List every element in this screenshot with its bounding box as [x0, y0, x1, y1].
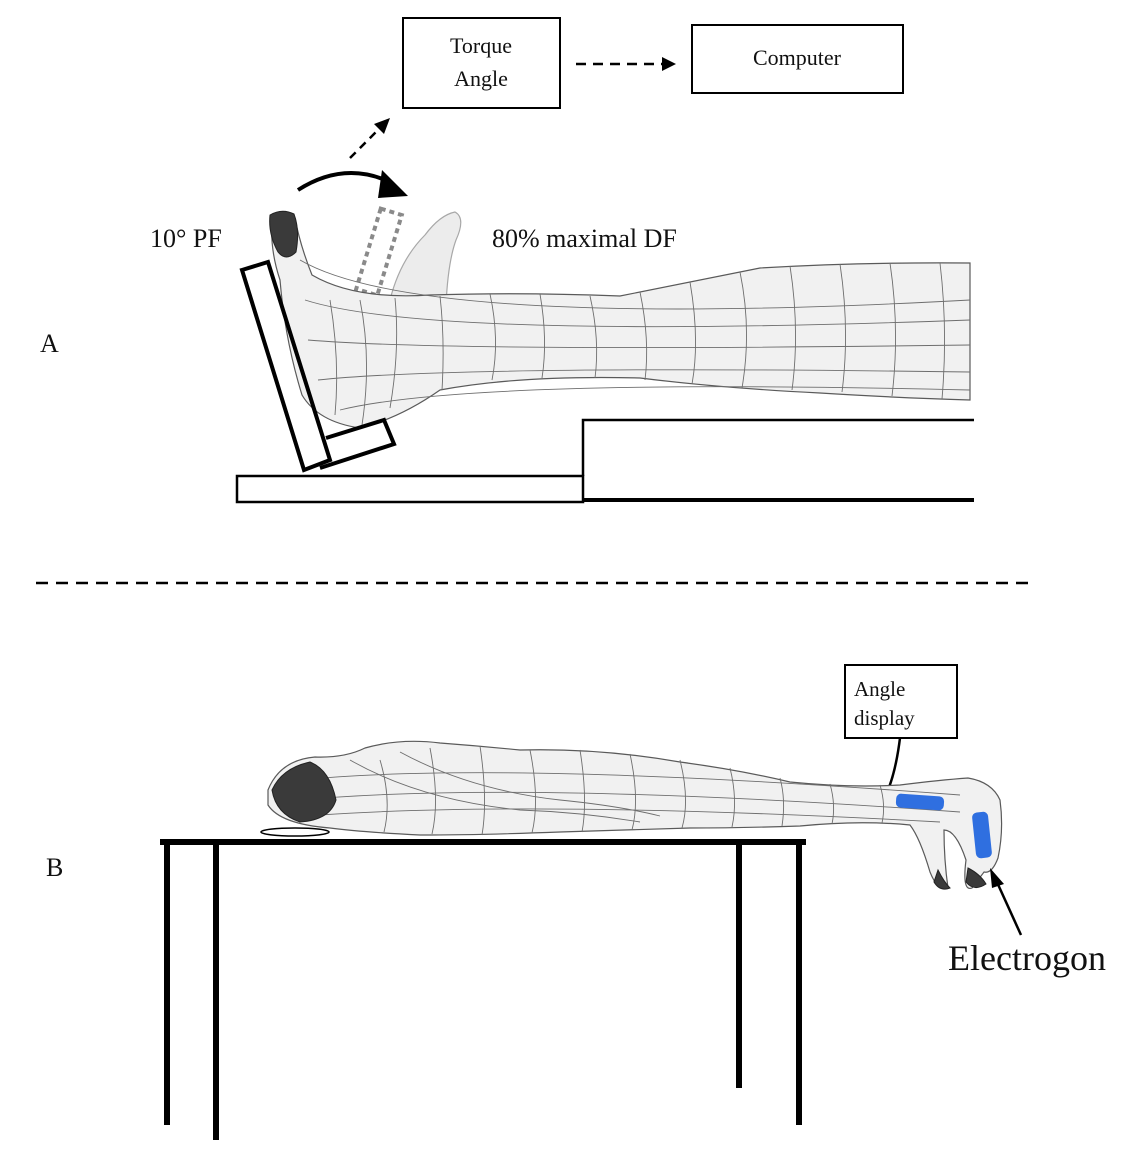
head-pad — [260, 827, 330, 837]
rotation-arrow — [296, 170, 408, 198]
torque-label: Torque — [450, 33, 512, 58]
toes-right-dark — [965, 867, 987, 888]
panel-a-label: A — [40, 329, 59, 358]
head-dark — [271, 761, 337, 823]
angle-display-box: Angle display — [844, 664, 958, 739]
torque-angle-box: Torque Angle — [402, 17, 561, 109]
electrogon-sensor-lower — [972, 811, 992, 859]
start-angle-label: 10° PF — [150, 224, 222, 253]
prone-body-mesh — [260, 740, 1003, 890]
computer-box: Computer — [691, 24, 904, 94]
leg-mesh — [269, 210, 971, 429]
footplate-start-position — [239, 259, 397, 473]
bench-base — [235, 418, 974, 504]
table — [160, 839, 806, 1140]
angle-display-line2: display — [854, 706, 915, 730]
footplate-end-position — [353, 206, 405, 298]
panel-b: B Angle display — [46, 664, 1106, 1140]
dashed-arrow-to-torque — [349, 118, 390, 159]
electrogon-pointer-arrow — [990, 868, 1023, 936]
electrogon-sensor-upper — [895, 793, 945, 811]
panel-a: A Torque Angle Computer 10° PF 80% ma — [40, 17, 974, 504]
dashed-arrow-to-computer — [576, 57, 676, 71]
toes-dark — [269, 210, 299, 258]
dorsiflexed-foot-ghost — [389, 211, 462, 306]
panel-b-label: B — [46, 853, 63, 882]
angle-label: Angle — [454, 66, 508, 91]
angle-display-line1: Angle — [854, 677, 905, 701]
end-angle-label: 80% maximal DF — [492, 224, 677, 253]
electrogon-label: Electrogon — [948, 938, 1106, 978]
toes-left-dark — [933, 868, 951, 890]
computer-label: Computer — [753, 45, 842, 70]
